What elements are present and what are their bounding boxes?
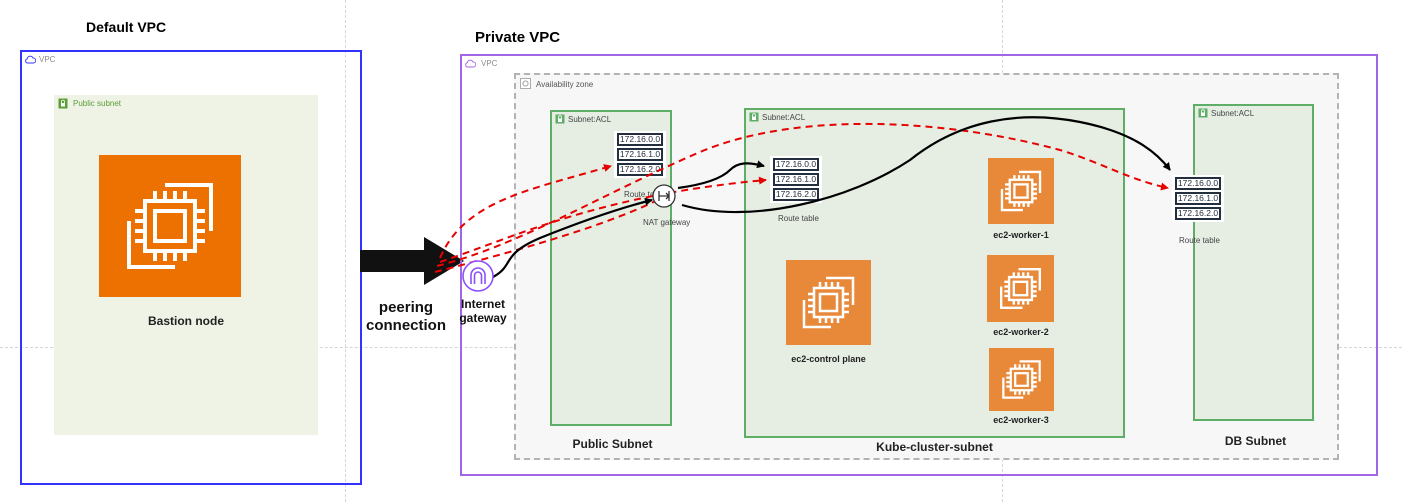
route-entry: 172.16.1.0 [617,148,663,161]
igw-label-line1: Internet [460,297,505,311]
lock-icon [1198,108,1208,118]
peering-label-line1: peering [378,299,434,316]
public-route-table[interactable]: 172.16.0.0 172.16.1.0 172.16.2.0 [614,131,666,178]
route-entry: 172.16.1.0 [1175,192,1221,205]
lock-icon [749,112,759,122]
route-entry: 172.16.0.0 [773,158,819,171]
route-from-nat [434,194,669,273]
route-table-label: Route table [778,214,819,223]
public-subnet-name: Public Subnet [572,437,653,451]
route-to-kube-rt [439,176,767,263]
route-entry: 172.16.0.0 [1175,177,1221,190]
peering-arrow [360,237,464,285]
bastion-ec2-icon[interactable] [99,155,241,297]
route-entry: 172.16.2.0 [1175,207,1221,220]
peering-label-line2: connection [365,317,446,334]
bastion-label: Bastion node [147,314,224,328]
subnet-acl-tag: Subnet:ACL [1211,109,1255,118]
public-subnet-area[interactable]: Public subnet Bastion node [54,95,318,435]
subnet-acl-tag: Subnet:ACL [568,115,612,124]
vpc-tag: VPC [481,59,498,68]
control-plane-ec2-icon[interactable] [786,260,871,345]
private-vpc-title: Private VPC [475,29,561,46]
subnet-acl-tag: Subnet:ACL [762,113,806,122]
default-vpc-container[interactable]: VPC Public subnet Bastion node [20,50,362,485]
kube-subnet-name: Kube-cluster-subnet [876,440,993,454]
worker-1-label: ec2-worker-1 [993,230,1049,240]
nat-gateway-icon[interactable] [651,183,677,209]
route-to-public-rt [439,164,612,259]
db-route-table[interactable]: 172.16.0.0 172.16.1.0 172.16.2.0 [1172,175,1224,222]
default-vpc-title: Default VPC [86,19,167,35]
db-subnet[interactable]: Subnet:ACL [1193,104,1314,421]
igw-to-nat-link [492,197,653,278]
route-entry: 172.16.0.0 [617,133,663,146]
availability-zone-icon [520,78,531,89]
lock-icon [555,114,565,124]
nat-to-kube-link [677,160,765,190]
db-subnet-name: DB Subnet [1224,434,1287,448]
control-plane-label: ec2-control plane [791,354,866,364]
az-tag: Availability zone [536,80,594,89]
worker-2-ec2-icon[interactable] [987,255,1054,322]
cloud-icon [25,55,36,64]
worker-2-label: ec2-worker-2 [993,327,1049,337]
internet-gateway-icon[interactable] [462,260,494,292]
vpc-tag: VPC [39,55,56,64]
route-to-db-rt [436,122,1169,267]
igw-label-line2: gateway [459,311,507,325]
nat-gateway-label: NAT gateway [643,218,691,227]
lock-icon [58,98,68,109]
cloud-icon [465,59,476,68]
worker-1-ec2-icon[interactable] [988,158,1054,224]
route-table-label: Route table [624,190,665,199]
peering-label: peering connection [356,299,456,335]
canvas-guide [345,0,346,502]
nat-to-db-link [681,116,1171,214]
internet-gateway-label: Internet gateway [451,297,515,325]
route-table-label: Route table [1179,236,1220,245]
route-entry: 172.16.1.0 [773,173,819,186]
worker-3-label: ec2-worker-3 [993,415,1049,425]
public-subnet-tag: Public subnet [73,99,122,108]
kube-route-table[interactable]: 172.16.0.0 172.16.1.0 172.16.2.0 [770,156,822,203]
route-entry: 172.16.2.0 [773,188,819,201]
worker-3-ec2-icon[interactable] [989,348,1054,411]
